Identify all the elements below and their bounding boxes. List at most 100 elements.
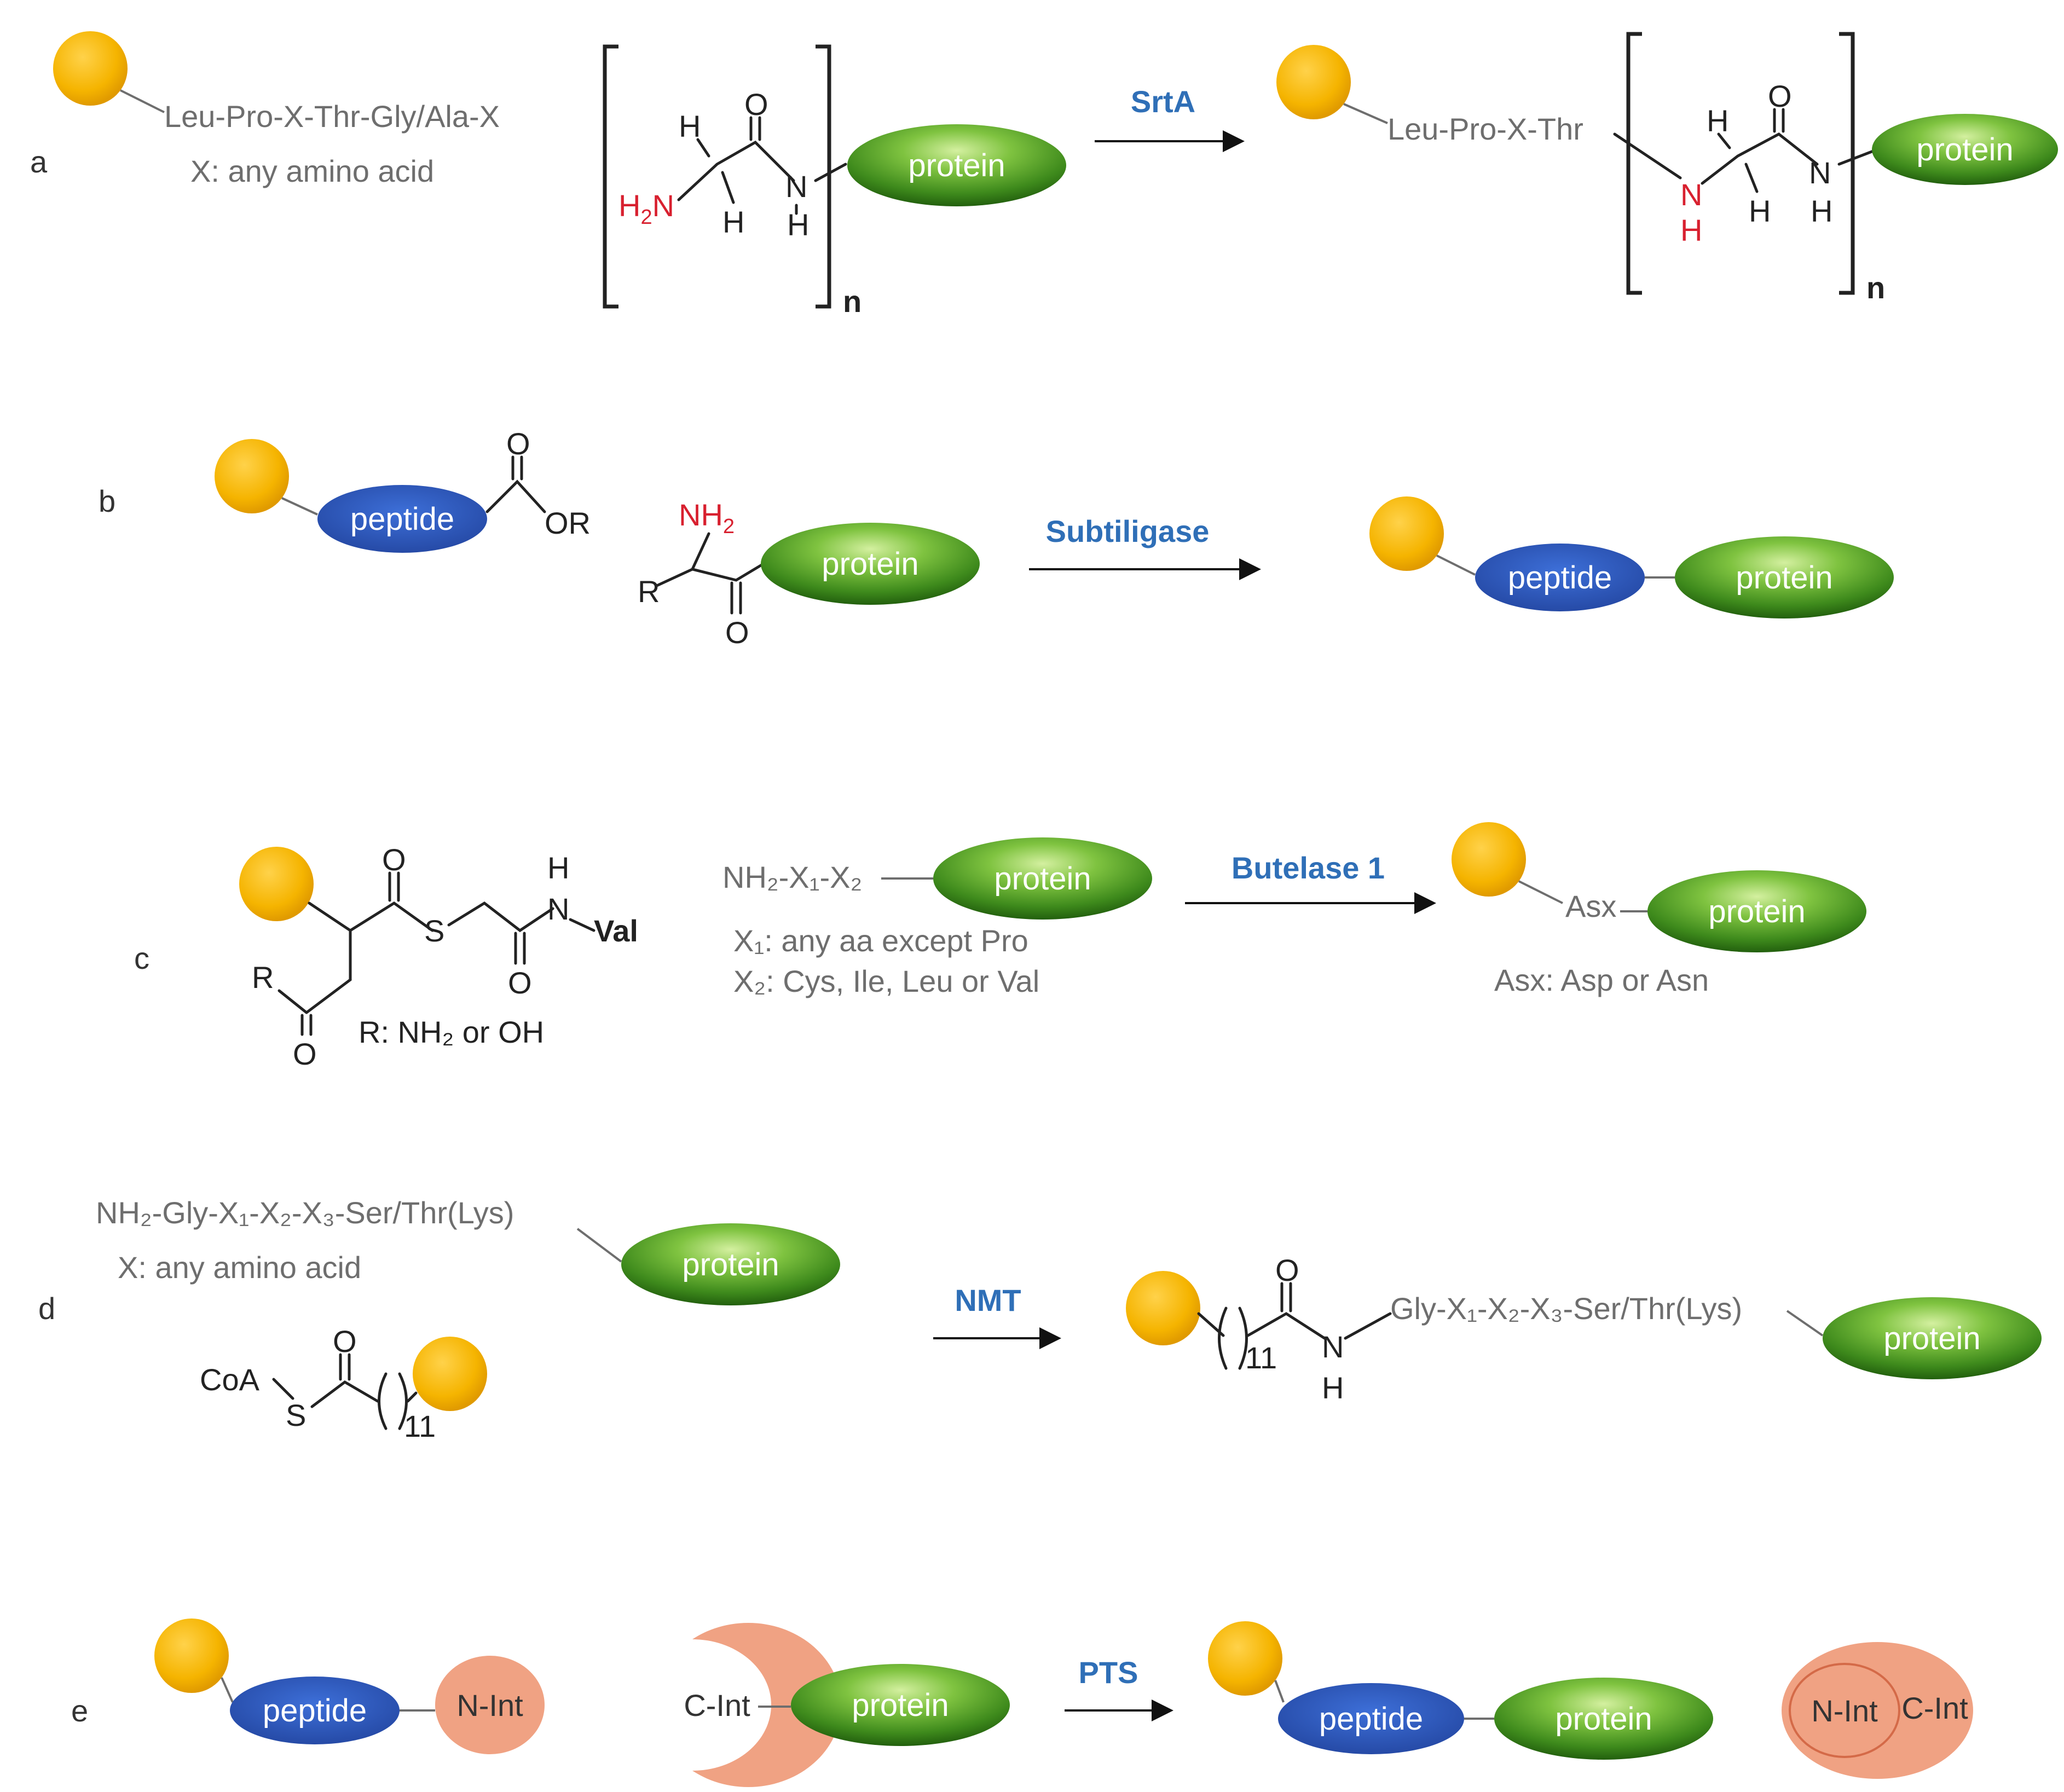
peptide-blob	[317, 485, 487, 553]
bond	[447, 901, 554, 933]
o-atom: O	[506, 426, 530, 461]
repeat-n: n	[1866, 270, 1885, 305]
dye-label-ball	[1452, 822, 1526, 897]
dye-label-ball	[413, 1337, 487, 1411]
linker	[1518, 880, 1563, 904]
protein-label: protein	[1736, 560, 1832, 596]
x2-note: X₂: Cys, Ile, Leu or Val	[733, 964, 1039, 998]
ester-group: OR	[545, 506, 591, 540]
linker	[221, 1677, 234, 1703]
enzyme-label-butelase: Butelase 1	[1232, 851, 1385, 885]
bond	[277, 989, 308, 1014]
protein-blob	[761, 523, 980, 605]
n-atom: N	[1809, 155, 1831, 190]
panel-label-e: e	[71, 1693, 88, 1728]
bond	[655, 532, 710, 587]
protein-blob	[621, 1223, 840, 1305]
glycine-backbone	[677, 140, 795, 201]
bond	[814, 163, 847, 182]
o-atom: O	[744, 87, 768, 122]
substrate-sequence: NH₂-Gly-X₁-X₂-X₃-Ser/Thr(Lys)	[96, 1195, 514, 1230]
h-atom: H	[1322, 1371, 1344, 1405]
o-atom: O	[1275, 1253, 1299, 1287]
h-atom: H	[547, 851, 569, 885]
protein-label: protein	[822, 546, 918, 582]
panel-label-b: b	[99, 484, 115, 518]
panel-label-a: a	[30, 144, 48, 179]
protein-blob	[1647, 870, 1866, 952]
repeat-n: n	[843, 284, 862, 319]
product-sequence: Leu-Pro-X-Thr	[1387, 112, 1583, 146]
bond	[1744, 163, 1759, 193]
protein-blob	[1494, 1678, 1713, 1760]
o-atom: O	[333, 1324, 357, 1359]
protein-label: protein	[908, 148, 1005, 183]
bond	[1717, 132, 1731, 149]
bond	[272, 1378, 294, 1400]
peptide-label: peptide	[350, 501, 454, 537]
amine-group: H2N	[618, 188, 674, 229]
dye-label-ball	[1369, 496, 1444, 571]
protein-label: protein	[1916, 132, 2013, 167]
product-sequence: Gly-X₁-X₂-X₃-Ser/Thr(Lys)	[1390, 1291, 1742, 1326]
n-intein-outline	[1789, 1663, 1900, 1758]
paren-left	[378, 1372, 388, 1430]
bracket-left	[1626, 32, 1642, 295]
peptide-label: peptide	[263, 1693, 367, 1729]
protein-label: protein	[1555, 1701, 1652, 1737]
panel-label-d: d	[38, 1291, 55, 1326]
o-atom: O	[508, 966, 532, 1000]
peptide-label: peptide	[1319, 1701, 1423, 1737]
thioester-backbone	[308, 901, 434, 932]
bond	[305, 929, 352, 1014]
bond	[1246, 1312, 1326, 1340]
panel-label-c: c	[134, 941, 149, 975]
linker	[576, 1228, 622, 1263]
r-note: R: NH₂ or OH	[359, 1015, 544, 1049]
x1-note: X₁: any aa except Pro	[733, 923, 1028, 958]
o-atom: O	[1768, 79, 1792, 113]
r-group: R	[638, 574, 660, 609]
enzyme-label-srta: SrtA	[1131, 84, 1195, 119]
intein-complex	[1782, 1642, 1973, 1779]
bond	[721, 171, 735, 204]
n-intein-blob	[435, 1656, 545, 1754]
substrate-sequence: Leu-Pro-X-Thr-Gly/Ala-X	[164, 99, 500, 134]
o-atom: O	[293, 1037, 317, 1071]
peptide-blob	[1278, 1683, 1464, 1754]
substrate-note: X: any amino acid	[118, 1250, 361, 1285]
panel-a: a Leu-Pro-X-Thr-Gly/Ala-X X: any amino a…	[30, 31, 2058, 319]
dye-label-ball	[239, 847, 314, 921]
enzyme-label-nmt: NMT	[955, 1283, 1021, 1317]
glycine-backbone	[1701, 132, 1819, 185]
h-atom: H	[1749, 194, 1771, 228]
bond	[406, 1391, 418, 1403]
linker	[1274, 1680, 1285, 1703]
n-atom: N	[1322, 1329, 1344, 1364]
protein-label: protein	[994, 861, 1091, 897]
panel-c: c O S O N H Val R O R: NH₂ or OH NH₂-X₁-…	[134, 822, 1866, 1071]
protein-blob	[1675, 536, 1894, 618]
paren-left	[1218, 1307, 1228, 1370]
h-atom: H	[787, 207, 809, 242]
bond	[569, 918, 596, 932]
bond	[1837, 149, 1876, 166]
substrate-chain: NH₂-X₁-X₂	[722, 860, 862, 894]
n-intein-label: N-Int	[456, 1688, 523, 1722]
protein-blob	[1823, 1297, 2042, 1379]
protein-blob	[847, 124, 1066, 206]
protein-label: protein	[682, 1247, 779, 1282]
amine-group: NH2	[679, 498, 735, 538]
amide-n: N	[1680, 177, 1702, 212]
s-atom: S	[424, 914, 444, 948]
asx-residue: Asx	[1565, 889, 1616, 923]
enzyme-label-subtiligase: Subtiligase	[1046, 514, 1210, 548]
dye-label-ball	[1126, 1271, 1200, 1345]
panel-b: b peptide O OR NH2 R O protein Subtiliga…	[99, 426, 1894, 650]
h-atom: H	[1707, 103, 1728, 138]
coa-group: CoA	[200, 1362, 260, 1397]
bond	[310, 1380, 379, 1408]
linker	[1786, 1310, 1824, 1337]
protein-label: protein	[852, 1687, 949, 1723]
c-intein-label: C-Int	[684, 1688, 750, 1722]
